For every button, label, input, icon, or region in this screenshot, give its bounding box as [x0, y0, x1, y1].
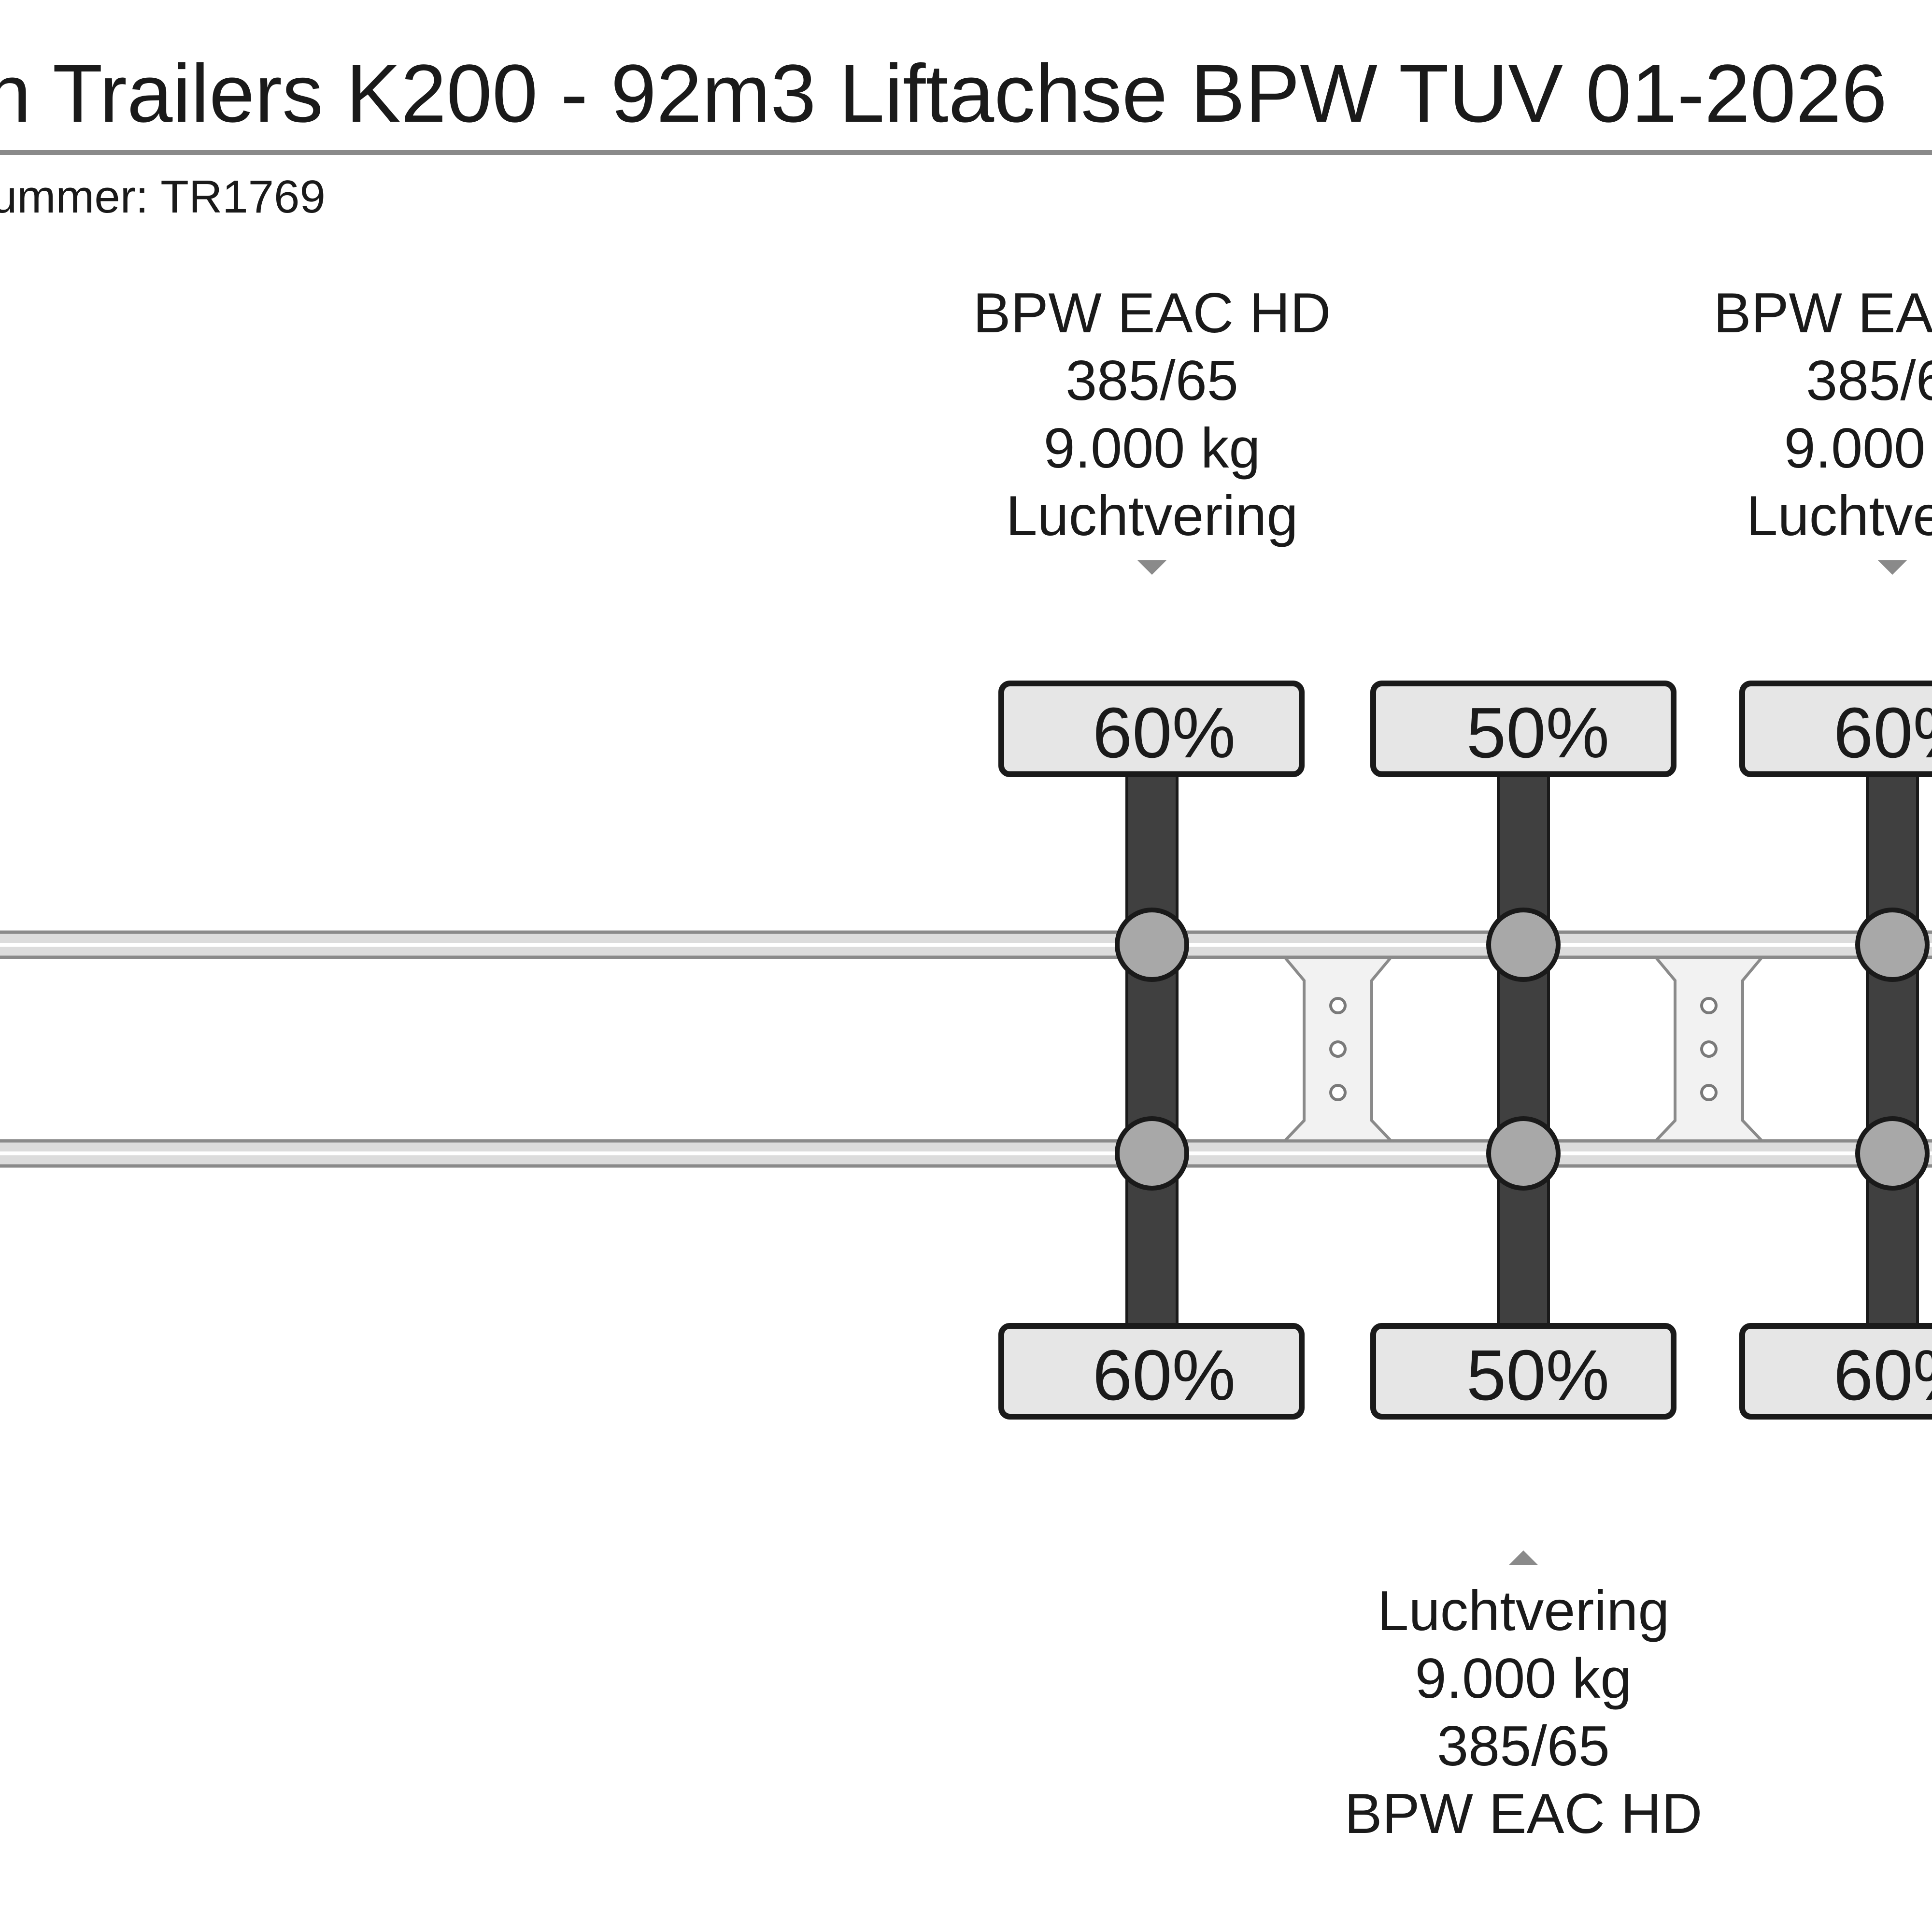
reference-number: ummer: TR1769 — [0, 171, 326, 223]
hub-icon — [1855, 1116, 1930, 1191]
bolt-icon — [1329, 1040, 1347, 1058]
hub-icon — [1115, 1116, 1189, 1191]
pointer-up-icon — [1509, 1550, 1538, 1565]
tyre-size: 385/65 — [1065, 349, 1238, 412]
axle-load: 9.000 kg — [1415, 1647, 1632, 1710]
chassis-frame — [0, 930, 1932, 1168]
axle-brand: BPW EAC HD — [1713, 281, 1932, 344]
tyre-top — [1739, 681, 1932, 777]
axle-brand: BPW EAC HD — [973, 281, 1331, 344]
bolt-icon — [1700, 1084, 1718, 1101]
tyre-bottom — [998, 1323, 1305, 1420]
axle-load: 9.000 kg — [1044, 416, 1261, 480]
hub-icon — [1486, 1116, 1561, 1191]
axle-brand: BPW EAC HD — [1344, 1782, 1702, 1845]
suspension-type: Luchtvering — [1006, 484, 1298, 547]
hub-icon — [1855, 908, 1930, 982]
axle-bar — [1497, 767, 1550, 1335]
tyre-bottom-percentage: 50% — [1466, 1335, 1609, 1415]
tyre-bottom — [1739, 1323, 1932, 1420]
tyre-top-percentage: 60% — [1093, 693, 1236, 773]
tyre-size: 385/65 — [1806, 349, 1932, 412]
tyre-top-percentage: 60% — [1833, 693, 1932, 773]
bolt-icon — [1700, 1040, 1718, 1058]
tyre-size: 385/65 — [1437, 1714, 1610, 1777]
tyre-top — [1370, 681, 1676, 777]
cross-member — [1652, 956, 1765, 1142]
axle-1: BPW EAC HD 385/65 9.000 kg Luchtvering 6… — [973, 281, 1331, 1420]
bolt-icon — [1329, 1084, 1347, 1101]
axle-load: 9.000 kg — [1784, 416, 1932, 480]
axle-bar — [1125, 767, 1179, 1335]
tyre-top — [998, 681, 1305, 777]
bolt-icon — [1700, 997, 1718, 1014]
axle-3-specs: BPW EAC HD 385/65 9.000 kg Luchtvering — [1713, 281, 1932, 575]
axle-2: 50% 50% Luchtvering 9.000 kg 385/65 BPW … — [1344, 681, 1703, 1845]
axle-3: BPW EAC HD 385/65 9.000 kg Luchtvering 6… — [1713, 281, 1932, 1420]
tyre-bottom-percentage: 60% — [1833, 1335, 1932, 1415]
trailer-title: n Trailers K200 - 92m3 Liftachse BPW TUV… — [0, 48, 1887, 140]
cross-member — [1281, 956, 1394, 1142]
pointer-down-icon — [1878, 560, 1907, 575]
axle-1-specs: BPW EAC HD 385/65 9.000 kg Luchtvering — [973, 281, 1331, 575]
tyre-bottom-percentage: 60% — [1093, 1335, 1236, 1415]
tyre-top-percentage: 50% — [1466, 693, 1609, 773]
axle-2-specs: Luchtvering 9.000 kg 385/65 BPW EAC HD — [1344, 1550, 1703, 1845]
tyre-bottom — [1370, 1323, 1676, 1420]
axle-bar — [1866, 767, 1919, 1335]
suspension-type: Luchtvering — [1378, 1579, 1670, 1642]
pointer-down-icon — [1137, 560, 1166, 575]
hub-icon — [1486, 908, 1561, 982]
suspension-type: Luchtvering — [1747, 484, 1932, 547]
bolt-icon — [1329, 997, 1347, 1014]
hub-icon — [1115, 908, 1189, 982]
